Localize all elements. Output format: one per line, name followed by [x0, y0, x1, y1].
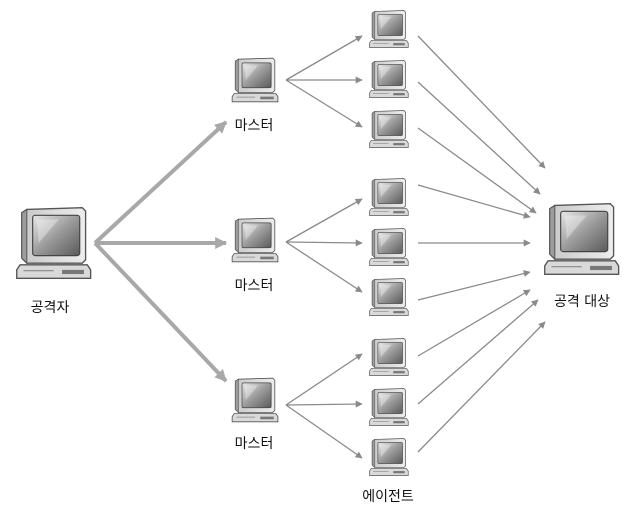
agent-computer-icon [366, 58, 410, 100]
master-label: 마스터 [234, 278, 274, 294]
agent-label: 에이전트 [362, 489, 414, 505]
agent-computer-icon [366, 226, 410, 268]
master-to-agent-arrow [285, 241, 363, 293]
master-to-agent-arrow [285, 400, 363, 408]
agent-to-target-arrow [417, 184, 531, 219]
master-to-agent-arrow [285, 404, 363, 459]
master-to-agent-arrow [285, 239, 363, 247]
agent-to-target-arrow [417, 270, 531, 301]
attacker-to-master-arrow [93, 120, 228, 245]
agent-computer-icon [366, 336, 410, 378]
target-computer-icon [538, 200, 622, 278]
agent-to-target-arrow [417, 35, 546, 169]
master-computer-icon [228, 56, 280, 104]
agent-computer-icon [366, 436, 410, 478]
agent-to-target-arrow [417, 289, 531, 357]
master-label: 마스터 [234, 436, 274, 452]
master-to-agent-arrow [285, 79, 363, 128]
master-computer-icon [228, 376, 280, 424]
master-to-agent-arrow [285, 198, 363, 243]
target-label: 공격 대상 [554, 294, 610, 310]
agent-computer-icon [366, 386, 410, 428]
master-to-agent-arrow [285, 353, 363, 406]
agent-computer-icon [366, 176, 410, 218]
agent-to-target-arrow [417, 321, 546, 453]
agent-computer-icon [366, 276, 410, 318]
attacker-label: 공격자 [30, 300, 70, 316]
agent-to-target-arrow [417, 299, 539, 405]
agent-to-target-arrow [417, 127, 537, 214]
agent-computer-icon [366, 108, 410, 150]
agent-computer-icon [366, 8, 410, 50]
master-label: 마스터 [234, 118, 274, 134]
attacker-to-master-arrow [93, 241, 228, 383]
master-to-agent-arrow [285, 35, 363, 81]
attacker-computer-icon [10, 204, 94, 282]
agent-to-target-arrow [417, 81, 541, 195]
master-computer-icon [228, 216, 280, 264]
